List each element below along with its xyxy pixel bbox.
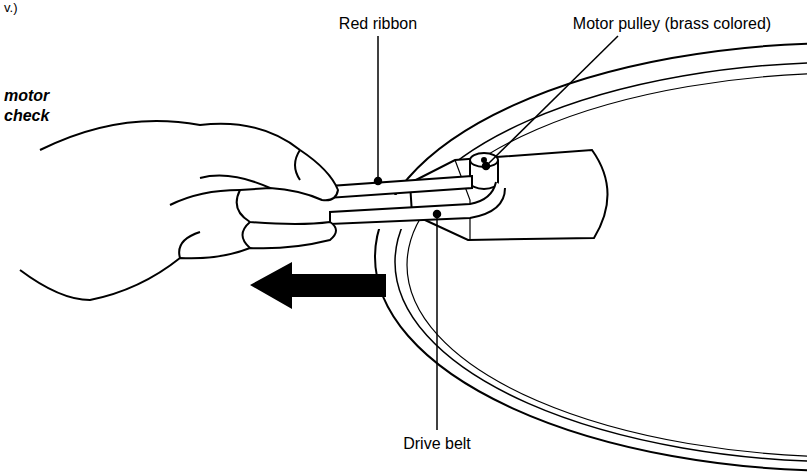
leader-line [377,36,379,181]
part-label: check [4,106,49,125]
part-label: v.) [4,0,17,16]
part-label: Drive belt [403,434,471,453]
pull-arrow [250,262,386,309]
leader-dot [483,163,490,170]
leader-line [436,214,438,430]
platter-rim [375,43,807,471]
part-label: Red ribbon [339,14,417,33]
motor-bracket [410,150,608,240]
red-ribbon [328,176,472,198]
bracket-edge [455,160,470,240]
part-label: Motor pulley (brass colored) [573,14,771,33]
leader-dot [375,178,382,185]
part-label: motor [4,86,49,105]
leader-line [486,36,618,166]
platter-inner-rim [395,62,807,462]
platter-inner-rim [407,73,807,457]
leader-dot [434,211,441,218]
